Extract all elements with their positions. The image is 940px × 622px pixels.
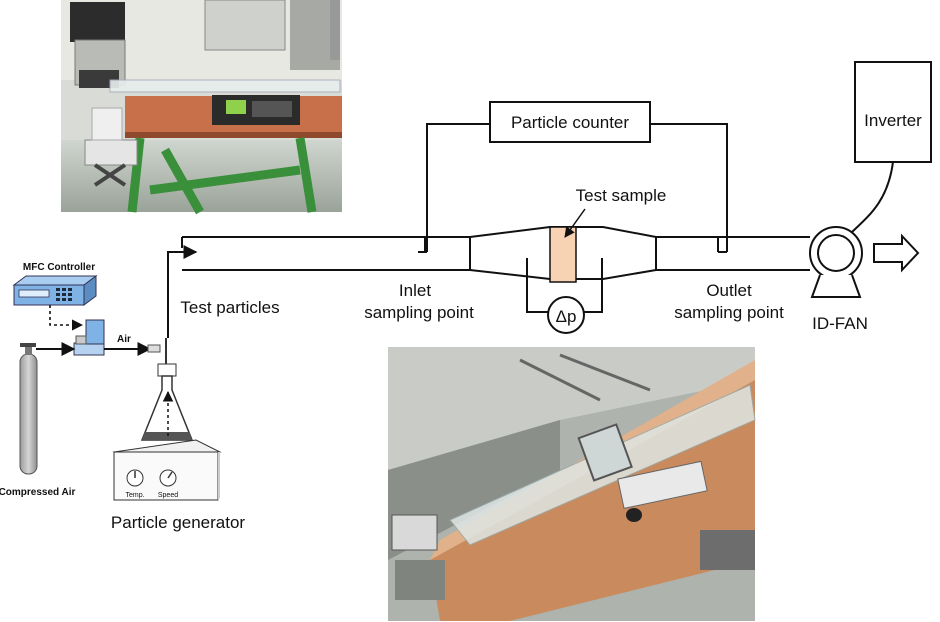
inverter-label: Inverter xyxy=(864,111,922,130)
outlet-label-line1: Outlet xyxy=(706,281,752,300)
knob-speed-label: Speed xyxy=(158,492,178,499)
pressure-gauge xyxy=(526,258,603,334)
inverter-cable xyxy=(851,161,894,233)
inlet-label-line1: Inlet xyxy=(399,281,431,300)
particle-counter-label: Particle counter xyxy=(511,113,629,132)
knob-temp-label: Temp. xyxy=(125,492,144,499)
id-fan-label: ID-FAN xyxy=(812,314,868,333)
mfc-controller: MFC Controller xyxy=(12,262,98,306)
top-photo xyxy=(61,0,342,215)
test-particle-inlet-arrow xyxy=(167,245,198,338)
id-fan xyxy=(809,226,863,298)
particle-counter-box: Particle counter xyxy=(489,101,651,143)
test-sample-label: Test sample xyxy=(576,186,667,205)
particle-generator-label: Particle generator xyxy=(111,513,246,532)
hot-plate: Temp. Speed xyxy=(112,439,222,501)
mfc-signal-line xyxy=(49,305,84,331)
test-sample-pointer xyxy=(564,208,586,238)
mfc-controller-label: MFC Controller xyxy=(23,262,95,273)
outlet-label-line2: sampling point xyxy=(674,303,784,322)
compressed-air-label: Compressed Air xyxy=(0,487,76,498)
generator-flask xyxy=(140,338,194,441)
inverter-box: Inverter xyxy=(851,61,932,233)
delta-p-label: Δp xyxy=(556,307,577,326)
test-particles-label: Test particles xyxy=(180,298,279,317)
inlet-label-line2: sampling point xyxy=(364,303,474,322)
mfc-device xyxy=(73,319,105,356)
air-label: Air xyxy=(117,334,131,345)
compressed-air-cylinder xyxy=(19,343,38,475)
test-sample: Test sample xyxy=(549,186,667,283)
exhaust-arrow-icon xyxy=(873,233,920,273)
bottom-photo xyxy=(388,347,756,621)
